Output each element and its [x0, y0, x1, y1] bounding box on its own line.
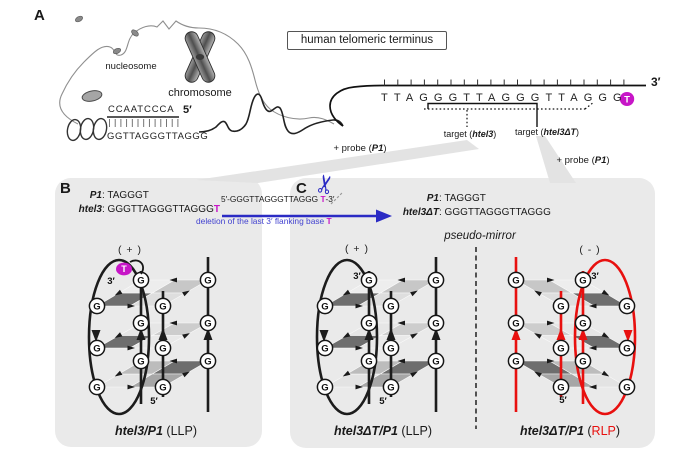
probe-label-left: + probe (P1): [333, 143, 387, 154]
svg-text:G: G: [579, 356, 586, 367]
probe-seq-line-c: P1: TAGGGT: [426, 193, 486, 204]
quadruplex-diagram-htel3-p1: G G G G G G G G G G G G 3′ 5′ T: [87, 257, 217, 416]
svg-text:G: G: [512, 356, 519, 367]
target-htel3-label: target (htel3): [443, 129, 497, 139]
telomere-strand: T: [198, 79, 646, 135]
svg-text:G: G: [623, 343, 630, 354]
svg-text:G: G: [623, 382, 630, 393]
target-brackets: [424, 101, 595, 127]
svg-text:G: G: [557, 301, 564, 312]
caption-htel3dt-p1-llp: htel3ΔT/P1 (LLP): [333, 424, 432, 438]
svg-text:G: G: [321, 382, 328, 393]
svg-text:G: G: [204, 356, 211, 367]
svg-text:G: G: [137, 275, 144, 286]
duplex-bottom-seq: GGTTAGGGTTAGGG: [107, 131, 209, 142]
base-ticks: [384, 79, 625, 86]
svg-text:G: G: [365, 356, 372, 367]
chromosome-label: chromosome: [168, 87, 232, 99]
svg-text:G: G: [512, 318, 519, 329]
svg-text:G: G: [204, 318, 211, 329]
nucleosome-icon: [81, 90, 103, 102]
cut-mark-icon: [330, 191, 344, 205]
svg-text:G: G: [579, 275, 586, 286]
telomere-seq: TTAGGGTTAGGGTTAGGG: [381, 92, 628, 104]
svg-text:G: G: [557, 382, 564, 393]
svg-text:G: G: [321, 343, 328, 354]
svg-text:5′: 5′: [559, 395, 567, 406]
pseudo-mirror-label: pseudo-mirror: [444, 230, 516, 242]
five-prime-label: 5′: [183, 104, 192, 116]
chromosome-icon: [184, 31, 216, 83]
svg-text:3′: 3′: [107, 276, 115, 287]
panel-c-label: C: [296, 180, 307, 197]
chromatin-fiber: [59, 15, 335, 142]
svg-text:G: G: [159, 343, 166, 354]
base-pair-ticks: [109, 119, 179, 127]
svg-text:G: G: [387, 343, 394, 354]
dna-coil-icon: [66, 117, 108, 142]
title-box: human telomeric terminus: [287, 31, 447, 51]
polarity-label-b: ( + ): [118, 244, 142, 256]
panel-c-box: [290, 178, 655, 448]
probe-label-right: + probe (P1): [556, 155, 610, 166]
nucleosome-label: nucleosome: [105, 61, 157, 72]
svg-text:G: G: [579, 318, 586, 329]
svg-text:3′: 3′: [591, 271, 599, 282]
deletion-arrow-icon: [222, 191, 392, 223]
svg-text:G: G: [93, 343, 100, 354]
probe-seq-line-b: P1: TAGGGT: [89, 190, 149, 201]
svg-text:G: G: [387, 301, 394, 312]
deletion-note: deletion of the last 3′ flanking base T: [196, 216, 332, 226]
svg-text:G: G: [159, 382, 166, 393]
histone-bead-icon: [75, 15, 83, 23]
svg-text:G: G: [365, 275, 372, 286]
caption-htel3-p1: htel3/P1 (LLP): [115, 424, 197, 438]
funnel-connectors: [196, 136, 576, 183]
svg-text:G: G: [623, 301, 630, 312]
svg-text:G: G: [159, 301, 166, 312]
three-prime-label: 3′: [651, 75, 661, 89]
duplex-region: [107, 116, 179, 127]
svg-text:5′: 5′: [150, 396, 158, 407]
polarity-label-c-left: ( + ): [345, 243, 369, 255]
target-htel3dt-label: target (htel3ΔT): [514, 127, 580, 137]
svg-text:G: G: [387, 382, 394, 393]
target-seq-line-c: htel3ΔT: GGGTTAGGGTTAGGG: [402, 207, 551, 218]
svg-text:5′: 5′: [379, 396, 387, 407]
svg-text:G: G: [321, 301, 328, 312]
svg-text:G: G: [93, 301, 100, 312]
svg-text:G: G: [93, 382, 100, 393]
svg-text:T: T: [121, 264, 127, 274]
svg-text:G: G: [557, 343, 564, 354]
histone-bead-icon: [112, 47, 122, 55]
svg-text:3′: 3′: [353, 271, 361, 282]
polarity-label-c-right: ( - ): [579, 244, 601, 256]
svg-text:G: G: [432, 275, 439, 286]
panel-a-label: A: [34, 7, 45, 24]
histone-bead-icon: [131, 29, 139, 37]
caption-htel3dt-p1-rlp: htel3ΔT/P1 (RLP): [519, 424, 621, 438]
duplex-top-seq: CCAATCCCA: [108, 104, 175, 115]
cut-sequence-annotation: 5′-GGGTTAGGGTTAGGG T-3′: [221, 194, 335, 204]
svg-text:G: G: [137, 356, 144, 367]
svg-text:G: G: [204, 275, 211, 286]
quadruplex-diagram-htel3dt-p1-rlp: G G G G G G G G G G G G 3′ 5′: [507, 257, 637, 416]
flanking-t-letter: T: [624, 94, 630, 105]
svg-text:G: G: [137, 318, 144, 329]
svg-text:G: G: [365, 318, 372, 329]
flanking-t-badge: [619, 92, 635, 106]
svg-text:G: G: [432, 318, 439, 329]
panel-b-label: B: [60, 180, 71, 197]
svg-text:G: G: [512, 275, 519, 286]
svg-text:G: G: [432, 356, 439, 367]
quadruplex-diagram-htel3dt-p1-llp: G G G G G G G G G G G G 3′ 5′: [315, 257, 445, 416]
